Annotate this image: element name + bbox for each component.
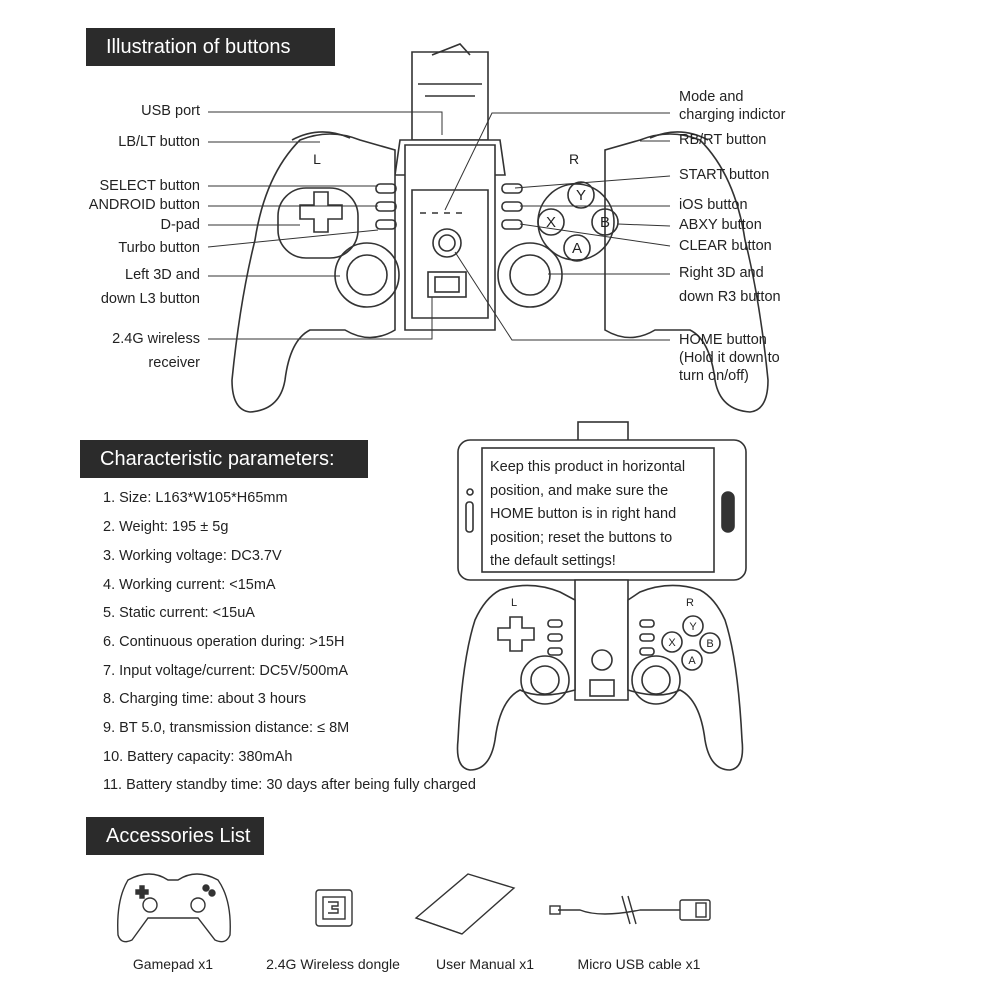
illustration-title: Illustration of buttons bbox=[86, 28, 335, 66]
label-rb-rt: RB/RT button bbox=[679, 132, 767, 148]
label-wireless-1: 2.4G wireless bbox=[112, 331, 200, 347]
label-turbo: Turbo button bbox=[118, 240, 200, 256]
btn-y-label-2: Y bbox=[689, 621, 697, 633]
spec-item: 1. Size: L163*W105*H65mm bbox=[103, 490, 288, 506]
btn-y-label: Y bbox=[576, 187, 586, 204]
spec-item: 7. Input voltage/current: DC5V/500mA bbox=[103, 663, 349, 679]
label-dpad: D-pad bbox=[160, 217, 201, 233]
label-wireless-2: receiver bbox=[148, 355, 200, 371]
caption-cable: Micro USB cable x1 bbox=[577, 956, 701, 972]
spec-item: 6. Continuous operation during: >15H bbox=[103, 634, 345, 650]
label-abxy: ABXY button bbox=[679, 217, 762, 233]
spec-item: 10. Battery capacity: 380mAh bbox=[103, 749, 293, 765]
phone-note-line: HOME button is in right hand bbox=[490, 506, 677, 522]
label-home-1: HOME button bbox=[679, 332, 767, 348]
shoulder-l-label: L bbox=[313, 151, 321, 167]
label-android: ANDROID button bbox=[88, 197, 200, 213]
shoulder-r-label-2: R bbox=[686, 597, 694, 609]
phone-note-line: position; reset the buttons to bbox=[490, 529, 673, 546]
label-right3d-2: down R3 button bbox=[679, 289, 781, 305]
label-left3d-2: down L3 button bbox=[100, 291, 200, 307]
label-mode-1: Mode and bbox=[679, 89, 744, 105]
label-home-2: (Hold it down to bbox=[679, 350, 780, 366]
phone-note-line: position, and make sure the bbox=[490, 482, 669, 499]
label-usb-port: USB port bbox=[141, 103, 200, 119]
caption-manual: User Manual x1 bbox=[435, 956, 535, 972]
caption-gamepad: Gamepad x1 bbox=[132, 956, 214, 972]
spec-item: 11. Battery standby time: 30 days after … bbox=[103, 777, 476, 793]
btn-b-label: B bbox=[600, 214, 610, 231]
shoulder-l-label-2: L bbox=[511, 597, 517, 609]
btn-a-label-2: A bbox=[688, 655, 696, 667]
label-lb-lt: LB/LT button bbox=[118, 134, 200, 150]
spec-item: 8. Charging time: about 3 hours bbox=[103, 691, 307, 707]
caption-dongle: 2.4G Wireless dongle bbox=[266, 956, 400, 972]
params-title: Characteristic parameters: bbox=[80, 440, 368, 478]
label-right3d-1: Right 3D and bbox=[679, 265, 764, 281]
btn-b-label-2: B bbox=[706, 638, 713, 650]
spec-item: 4. Working current: <15mA bbox=[103, 577, 276, 593]
label-clear: CLEAR button bbox=[679, 238, 772, 254]
btn-x-label-2: X bbox=[668, 637, 676, 649]
phone-note-line: Keep this product in horizontal bbox=[490, 459, 686, 475]
btn-a-label: A bbox=[572, 240, 582, 257]
spec-item: 5. Static current: <15uA bbox=[103, 605, 255, 621]
spec-item: 3. Working voltage: DC3.7V bbox=[103, 548, 282, 564]
label-start: START button bbox=[679, 167, 770, 183]
spec-item: 2. Weight: 195 ± 5g bbox=[103, 519, 229, 535]
spec-item: 9. BT 5.0, transmission distance: ≤ 8M bbox=[103, 720, 350, 736]
accessories-title: Accessories List bbox=[86, 817, 264, 855]
phone-note: Keep this product in horizontal position… bbox=[490, 456, 714, 574]
label-mode-2: charging indictor bbox=[679, 107, 786, 123]
phone-note-line: the default settings! bbox=[490, 553, 616, 569]
label-select: SELECT button bbox=[99, 178, 201, 194]
btn-x-label: X bbox=[546, 214, 556, 231]
label-ios: iOS button bbox=[679, 197, 748, 213]
label-home-3: turn on/off) bbox=[679, 368, 749, 384]
label-left3d-1: Left 3D and bbox=[125, 267, 200, 283]
shoulder-r-label: R bbox=[569, 151, 579, 167]
